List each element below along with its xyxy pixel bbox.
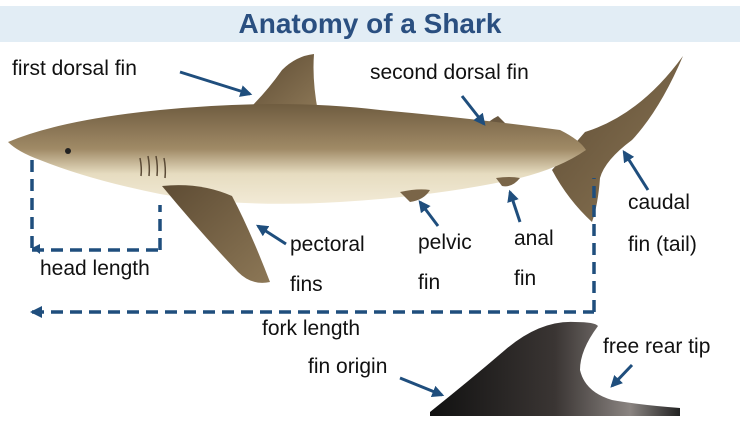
arrow-free-rear-tip [612,365,632,386]
label-head-length: head length [40,256,150,282]
arrow-fin-origin [400,378,442,395]
pelvic-fin [400,189,430,202]
anal-fin [496,177,520,186]
first-dorsal-fin [250,54,318,112]
label-pectoral-line1: pectoral [290,232,365,258]
label-fork-length: fork length [262,316,360,342]
label-pelvic-line2: fin [418,270,440,296]
label-free-rear-tip: free rear tip [603,334,710,360]
label-second-dorsal-fin: second dorsal fin [370,60,529,86]
label-first-dorsal-fin: first dorsal fin [12,56,137,82]
label-anal-line2: fin [514,266,536,292]
arrow-caudal [624,152,648,190]
arrow-anal [510,192,520,222]
arrow-pelvic [420,202,438,226]
label-fin-origin: fin origin [308,354,387,380]
label-pelvic-line1: pelvic [418,230,472,256]
arrow-pectoral [258,226,286,244]
arrow-first-dorsal [180,72,250,94]
label-caudal-line1: caudal [628,190,690,216]
label-anal-line1: anal [514,226,554,252]
label-pectoral-line2: fins [290,272,323,298]
label-caudal-line2: fin (tail) [628,232,697,258]
